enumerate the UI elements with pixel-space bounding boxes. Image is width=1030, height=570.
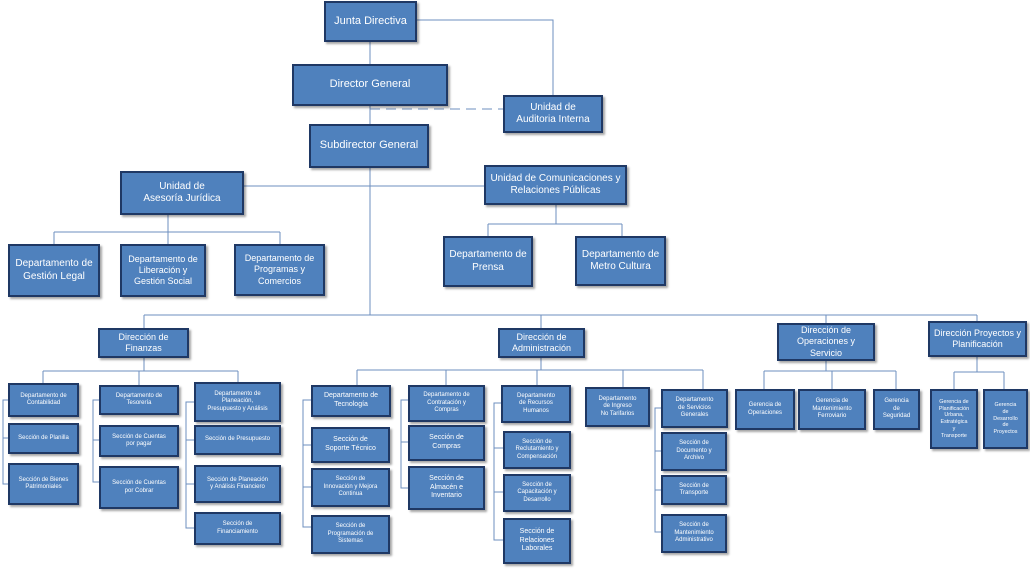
financiamiento-label: Sección de Financiamiento	[217, 521, 258, 535]
bienes-patrimoniales-label: Sección de Bienes Patrimoniales	[18, 476, 69, 491]
transporte-box: Sección de Transporte	[661, 475, 727, 505]
relaciones-laborales-box: Sección de Relaciones Laborales	[503, 518, 571, 564]
servicios-generales-label: Departamento de Servicios Generales	[675, 397, 714, 419]
direccion-finanzas-box: Dirección de Finanzas	[98, 328, 189, 358]
innovacion-box: Sección de Innovación y Mejora Continua	[311, 468, 390, 507]
compras-label: Sección de Compras	[429, 434, 464, 450]
ingreso-no-tarifarios-box: Departamento de Ingreso No Tarifarios	[585, 387, 650, 427]
programacion-sistemas-label: Sección de Programación de Sistemas	[327, 523, 374, 545]
direccion-administracion-label: Dirección de Administración	[511, 331, 572, 353]
programas-comercios-box: Departamento de Programas y Comercios	[234, 244, 325, 296]
cuentas-pagar-box: Sección de Cuentas por pagar	[99, 425, 179, 457]
direccion-administracion-box: Dirección de Administración	[498, 328, 585, 358]
presupuesto-label: Sección de Presupuesto	[204, 436, 271, 443]
servicios-generales-box: Departamento de Servicios Generales	[661, 389, 728, 428]
auditoria-interna-box: Unidad de Auditoria Interna	[503, 95, 603, 133]
desarrollo-proyectos-label: Gerencia de Desarrollo de Proyectos	[993, 402, 1018, 436]
planilla-label: Sección de Planilla	[18, 434, 69, 441]
subdirector-general-label: Subdirector General	[319, 139, 419, 152]
planeacion-analisis-label: Sección de Planeación y Análisis Financi…	[206, 476, 269, 491]
metro-cultura-box: Departamento de Metro Cultura	[575, 236, 666, 286]
tecnologia-label: Departamento de Tecnología	[323, 392, 379, 408]
liberacion-label: Departamento de Liberación y Gestión Soc…	[128, 253, 198, 287]
programacion-sistemas-box: Sección de Programación de Sistemas	[311, 515, 390, 554]
reclutamiento-label: Sección de Reclutamiento y Compensación	[515, 438, 559, 460]
documento-archivo-label: Sección de Documento y Archivo	[676, 440, 712, 462]
direccion-operaciones-box: Dirección de Operaciones y Servicio	[777, 323, 875, 361]
innovacion-label: Sección de Innovación y Mejora Continua	[323, 476, 378, 498]
planeacion-presupuesto-box: Departamento de Planeación, Presupuesto …	[194, 382, 281, 422]
almacen-inventario-box: Sección de Almacén e Inventario	[408, 466, 485, 510]
recursos-humanos-label: Departamento de Recursos Humanos	[516, 392, 556, 414]
connector-junta-auditoria	[417, 19, 554, 95]
planificacion-urbana-box: Gerencia de Planificación Urbana, Estrat…	[930, 389, 978, 449]
cuentas-pagar-label: Sección de Cuentas por pagar	[112, 433, 166, 448]
relaciones-laborales-label: Sección de Relaciones Laborales	[519, 527, 555, 553]
mantenimiento-ferroviario-label: Gerencia de Mantenimiento Ferroviario	[812, 398, 852, 420]
prensa-label: Departamento de Prensa	[449, 249, 527, 273]
comunicaciones-label: Unidad de Comunicaciones y Relaciones Pú…	[490, 172, 621, 197]
documento-archivo-box: Sección de Documento y Archivo	[661, 432, 727, 471]
mantenimiento-administrativo-label: Sección de Mantenimiento Administrativo	[674, 522, 714, 544]
bienes-patrimoniales-box: Sección de Bienes Patrimoniales	[8, 463, 79, 505]
almacen-inventario-label: Sección de Almacén e Inventario	[429, 474, 464, 500]
soporte-tecnico-box: Sección de Soporte Técnico	[311, 427, 390, 463]
gestion-legal-label: Departamento de Gestión Legal	[15, 258, 93, 282]
soporte-tecnico-label: Sección de Soporte Técnico	[325, 436, 376, 452]
mantenimiento-administrativo-box: Sección de Mantenimiento Administrativo	[661, 514, 727, 553]
comunicaciones-box: Unidad de Comunicaciones y Relaciones Pú…	[484, 165, 627, 205]
financiamiento-box: Sección de Financiamiento	[194, 512, 281, 545]
presupuesto-box: Sección de Presupuesto	[194, 425, 281, 455]
direccion-proyectos-box: Dirección Proyectos y Planificación	[928, 321, 1027, 357]
planeacion-analisis-box: Sección de Planeación y Análisis Financi…	[194, 465, 281, 503]
contabilidad-box: Departamento de Contabilidad	[8, 383, 79, 417]
director-general-label: Director General	[329, 78, 411, 91]
gestion-legal-box: Departamento de Gestión Legal	[8, 244, 100, 297]
programas-comercios-label: Departamento de Programas y Comercios	[244, 253, 315, 286]
contratacion-compras-label: Departamento de Contratación y Compras	[423, 392, 470, 414]
planilla-box: Sección de Planilla	[8, 423, 79, 454]
tecnologia-box: Departamento de Tecnología	[311, 385, 391, 417]
mantenimiento-ferroviario-box: Gerencia de Mantenimiento Ferroviario	[798, 389, 866, 430]
tesoreria-label: Departamento de Tesorería	[115, 392, 163, 407]
direccion-finanzas-label: Dirección de Finanzas	[118, 331, 169, 353]
direccion-proyectos-label: Dirección Proyectos y Planificación	[933, 327, 1022, 349]
direccion-operaciones-label: Dirección de Operaciones y Servicio	[796, 325, 856, 358]
capacitacion-box: Sección de Capacitación y Desarrollo	[503, 474, 571, 512]
reclutamiento-box: Sección de Reclutamiento y Compensación	[503, 431, 571, 469]
auditoria-interna-label: Unidad de Auditoria Interna	[516, 101, 590, 126]
cuentas-cobrar-label: Sección de Cuentas por Cobrar	[112, 480, 166, 494]
compras-box: Sección de Compras	[408, 425, 485, 461]
ingreso-no-tarifarios-label: Departamento de Ingreso No Tarifarios	[598, 395, 637, 417]
director-general-box: Director General	[292, 64, 448, 106]
seguridad-label: Gerencia de Seguridad	[882, 398, 911, 420]
prensa-box: Departamento de Prensa	[443, 236, 533, 287]
recursos-humanos-box: Departamento de Recursos Humanos	[501, 385, 571, 423]
desarrollo-proyectos-box: Gerencia de Desarrollo de Proyectos	[983, 389, 1028, 449]
transporte-label: Sección de Transporte	[679, 482, 709, 497]
cuentas-cobrar-box: Sección de Cuentas por Cobrar	[99, 466, 179, 509]
tesoreria-box: Departamento de Tesorería	[99, 385, 179, 415]
gerencia-operaciones-box: Gerencia de Operaciones	[735, 389, 795, 430]
asesoria-juridica-label: Unidad de Asesoría Jurídica	[143, 180, 221, 205]
junta-directiva-label: Junta Directiva	[334, 14, 407, 27]
seguridad-box: Gerencia de Seguridad	[873, 389, 920, 430]
planificacion-urbana-label: Gerencia de Planificación Urbana, Estrat…	[938, 398, 970, 439]
planeacion-presupuesto-label: Departamento de Planeación, Presupuesto …	[207, 390, 268, 412]
contratacion-compras-box: Departamento de Contratación y Compras	[408, 385, 485, 422]
subdirector-general-box: Subdirector General	[309, 124, 429, 168]
gerencia-operaciones-label: Gerencia de Operaciones	[747, 402, 783, 416]
junta-directiva-box: Junta Directiva	[324, 1, 417, 42]
liberacion-box: Departamento de Liberación y Gestión Soc…	[120, 244, 206, 297]
metro-cultura-label: Departamento de Metro Cultura	[581, 248, 660, 273]
capacitacion-label: Sección de Capacitación y Desarrollo	[517, 481, 557, 503]
contabilidad-label: Departamento de Contabilidad	[20, 392, 67, 407]
asesoria-juridica-box: Unidad de Asesoría Jurídica	[120, 171, 244, 215]
